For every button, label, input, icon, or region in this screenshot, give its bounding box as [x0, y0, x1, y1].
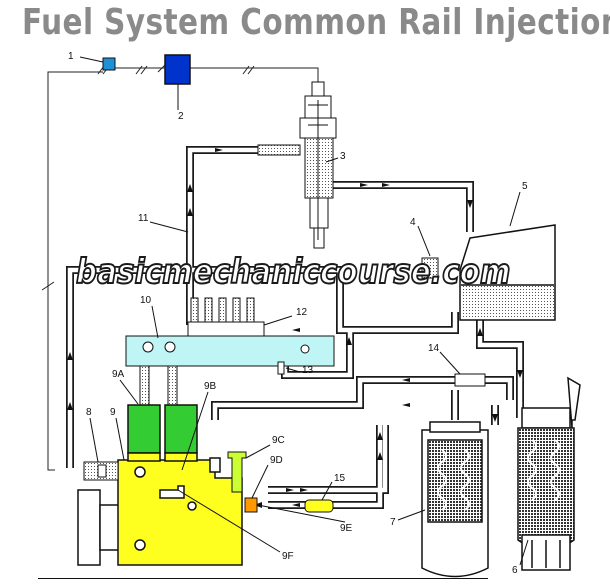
- leader-lines: [79, 56, 529, 566]
- label-14: 14: [428, 343, 440, 354]
- label-15: 15: [334, 473, 346, 484]
- pump-9: [77, 404, 243, 566]
- label-12: 12: [296, 307, 308, 318]
- label-8: 8: [86, 407, 92, 418]
- pump-lines-9a-9b: [139, 365, 178, 407]
- valve-4: [421, 257, 439, 279]
- label-13: 13: [302, 365, 314, 376]
- common-rail-10: [125, 297, 335, 367]
- pump-part-9c: [227, 451, 247, 493]
- ecm-2: [164, 54, 191, 85]
- label-9e: 9E: [340, 523, 353, 534]
- label-9b: 9B: [204, 381, 217, 392]
- sensor-1: [102, 57, 116, 71]
- label-9c: 9C: [272, 435, 285, 446]
- label-9a: 9A: [112, 369, 125, 380]
- flow-arrows: [67, 148, 523, 508]
- fuel-tank-5: [459, 224, 556, 321]
- rail-pressure-sensor-13: [277, 361, 285, 375]
- fuel-filter-6: [517, 376, 581, 571]
- relief-valve-8: [83, 461, 119, 481]
- label-11: 11: [138, 213, 149, 224]
- injector-3: [257, 81, 337, 249]
- component-15: [304, 499, 334, 513]
- label-3: 3: [340, 151, 346, 162]
- label-7: 7: [390, 517, 396, 528]
- label-5: 5: [522, 181, 528, 192]
- label-10: 10: [140, 295, 152, 306]
- label-1: 1: [68, 51, 74, 62]
- watermark: basicmechaniccourse.com: [75, 251, 511, 293]
- pressure-valve-9e: [244, 497, 258, 513]
- label-9: 9: [110, 407, 116, 418]
- fuel-filter-7: [421, 421, 489, 578]
- label-9d: 9D: [270, 455, 283, 466]
- component-14: [454, 373, 486, 387]
- label-4: 4: [410, 217, 416, 228]
- label-6: 6: [512, 565, 518, 576]
- label-9f: 9F: [282, 551, 294, 562]
- label-2: 2: [178, 111, 184, 122]
